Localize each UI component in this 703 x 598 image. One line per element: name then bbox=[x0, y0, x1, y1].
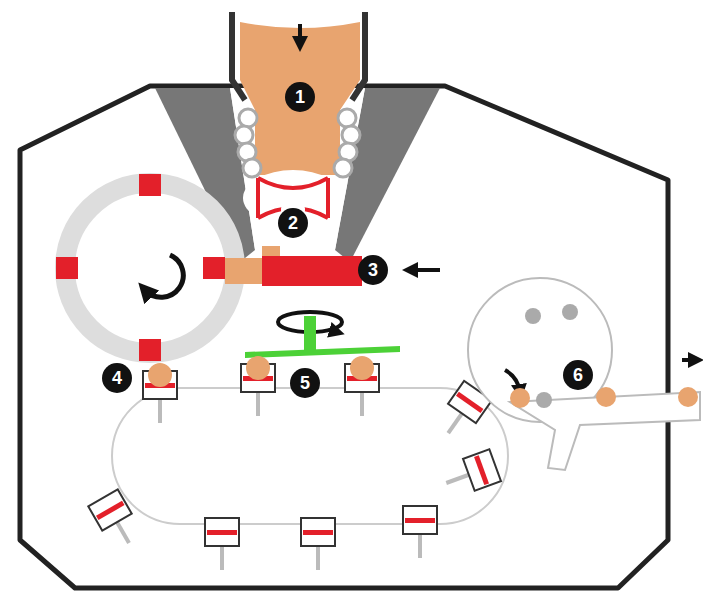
moulds bbox=[88, 356, 501, 570]
callout-number: 6 bbox=[563, 360, 593, 390]
press-tool bbox=[245, 312, 400, 358]
ball bbox=[510, 388, 530, 408]
transfer-wheel bbox=[56, 174, 235, 361]
callout-number: 4 bbox=[102, 363, 132, 393]
ball bbox=[678, 387, 698, 407]
dough bbox=[240, 22, 360, 175]
machine-housing bbox=[20, 86, 668, 588]
callout-number: 2 bbox=[278, 208, 308, 238]
callout-number: 3 bbox=[358, 255, 388, 285]
pusher bbox=[262, 256, 362, 286]
ball bbox=[596, 387, 616, 407]
output-arrow bbox=[682, 358, 696, 362]
rollers bbox=[235, 109, 360, 177]
push-arrow bbox=[410, 268, 440, 272]
ball bbox=[536, 392, 552, 408]
conveyor bbox=[112, 388, 508, 524]
callout-number: 1 bbox=[285, 82, 315, 112]
callout-number: 5 bbox=[290, 368, 320, 398]
funnel-right bbox=[335, 88, 440, 262]
feed-arrow bbox=[298, 24, 302, 44]
